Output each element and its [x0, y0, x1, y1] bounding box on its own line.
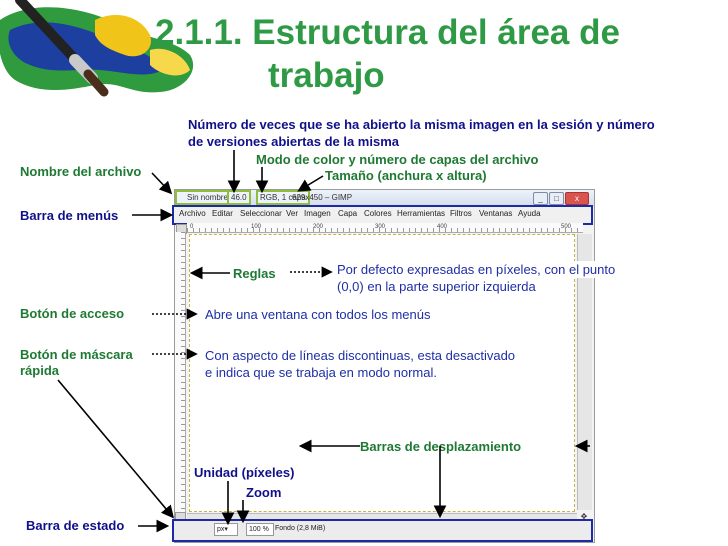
menu-editar[interactable]: Editar: [212, 209, 233, 218]
ruler-tick-500: 500: [561, 224, 572, 230]
unit-value: px: [217, 526, 225, 533]
horizontal-scrollbar[interactable]: [187, 513, 577, 524]
menu-archivo[interactable]: Archivo: [179, 209, 206, 218]
label-unidad: Unidad (píxeles): [194, 465, 295, 480]
close-button[interactable]: x: [565, 192, 589, 205]
slide-title-line1: 2.1.1. Estructura del área de: [155, 13, 620, 52]
paintbrush-logo: [0, 0, 194, 97]
reglas-description-2: (0,0) en la parte superior izquierda: [337, 278, 536, 295]
menu-seleccionar[interactable]: Seleccionar: [240, 209, 282, 218]
menu-ventanas[interactable]: Ventanas: [479, 209, 513, 218]
menu-colores[interactable]: Colores: [364, 209, 392, 218]
horizontal-ruler: [187, 223, 583, 233]
menu-imagen[interactable]: Imagen: [304, 209, 331, 218]
menu-ayuda[interactable]: Ayuda: [518, 209, 541, 218]
menu-capa[interactable]: Capa: [338, 209, 358, 218]
label-modo-color: Modo de color y número de capas del arch…: [256, 152, 539, 167]
label-versiones: Número de veces que se ha abierto la mis…: [188, 117, 655, 132]
title-mode: RGB, 1 capa: [256, 190, 310, 205]
label-boton-mascara-2: rápida: [20, 363, 60, 378]
title-version: 46.0: [227, 190, 251, 205]
vertical-ruler: [175, 232, 186, 512]
label-boton-acceso: Botón de acceso: [20, 306, 125, 321]
label-tamano: Tamaño (anchura x altura): [325, 168, 487, 183]
label-reglas: Reglas: [233, 266, 276, 281]
window-titlebar: Sin nombre 46.0 RGB, 1 capa 629x450 – GI…: [175, 190, 594, 207]
label-barra-estado: Barra de estado: [26, 518, 125, 533]
mascara-description-1: Con aspecto de líneas discontinuas, esta…: [205, 347, 516, 364]
minimize-button[interactable]: _: [533, 192, 548, 205]
ruler-tick-100: 100: [251, 224, 262, 230]
ruler-tick-300: 300: [375, 224, 386, 230]
ruler-tick-200: 200: [313, 224, 324, 230]
boton-acceso-description: Abre una ventana con todos los menús: [205, 306, 431, 323]
status-bar: px▾ 100 % Fondo (2,8 MiB): [172, 519, 593, 542]
menu-filtros[interactable]: Filtros: [450, 209, 472, 218]
label-barra-menus: Barra de menús: [20, 208, 119, 223]
label-boton-mascara-1: Botón de máscara: [20, 347, 133, 362]
status-layer-info: Fondo (2,8 MiB): [275, 525, 326, 532]
ruler-tick-400: 400: [437, 224, 448, 230]
slide-title-line2: trabajo: [268, 56, 385, 95]
maximize-button[interactable]: □: [549, 192, 564, 205]
menu-ver[interactable]: Ver: [286, 209, 299, 218]
mascara-description-2: e indica que se trabaja en modo normal.: [205, 364, 437, 381]
zoom-select[interactable]: 100 %: [246, 523, 274, 536]
navigate-button[interactable]: ✥: [580, 512, 588, 521]
label-zoom: Zoom: [246, 485, 282, 500]
label-versiones-2: de versiones abiertas de la misma: [188, 134, 399, 149]
ruler-tick-0: 0: [190, 224, 194, 230]
label-nombre-archivo: Nombre del archivo: [20, 164, 142, 179]
title-size: 629x450 – GIMP: [292, 193, 353, 202]
zoom-value: 100 %: [249, 526, 269, 533]
menu-herramientas[interactable]: Herramientas: [397, 209, 446, 218]
reglas-description-1: Por defecto expresadas en píxeles, con e…: [337, 261, 616, 278]
